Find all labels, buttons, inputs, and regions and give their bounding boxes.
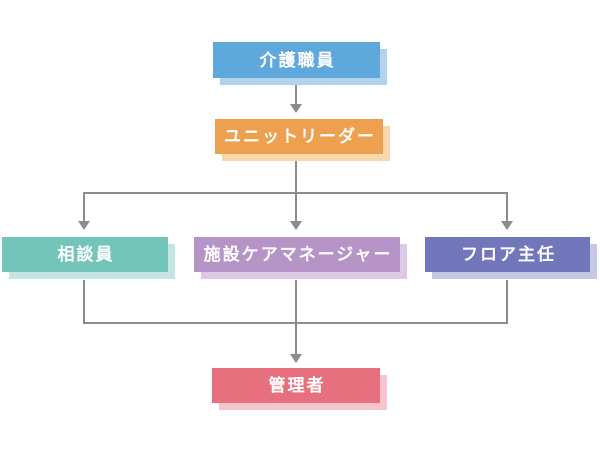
node-unit-leader: ユニットリーダー [215, 119, 383, 154]
node-administrator: 管理者 [212, 368, 380, 403]
arrow-down-icon [290, 354, 302, 363]
connector-to-care-manager [295, 192, 297, 222]
node-counselor: 相談員 [2, 237, 168, 272]
connector-counselor-stem [83, 280, 85, 324]
node-counselor-label: 相談員 [57, 245, 115, 264]
node-facility-care-manager-label: 施設ケアマネージャー [203, 245, 393, 264]
connector-care-manager-stem [295, 280, 297, 324]
node-floor-chief-label: フロア主任 [461, 245, 556, 264]
arrow-down-icon [290, 221, 302, 230]
node-unit-leader-label: ユニットリーダー [224, 127, 376, 146]
arrow-down-icon [78, 221, 90, 230]
connector-to-administrator [295, 322, 297, 355]
node-floor-chief: フロア主任 [425, 237, 590, 272]
arrow-down-icon [290, 104, 302, 113]
connector-care-worker-to-unit-leader [295, 84, 297, 106]
node-facility-care-manager: 施設ケアマネージャー [194, 237, 400, 272]
node-care-worker-label: 介護職員 [259, 50, 336, 70]
arrow-down-icon [501, 221, 513, 230]
connector-to-floor-chief [506, 192, 508, 222]
connector-unit-leader-stem [295, 154, 297, 194]
node-administrator-label: 管理者 [268, 376, 326, 395]
node-care-worker: 介護職員 [213, 42, 380, 78]
connector-to-counselor [83, 192, 85, 222]
connector-floor-chief-stem [506, 280, 508, 324]
